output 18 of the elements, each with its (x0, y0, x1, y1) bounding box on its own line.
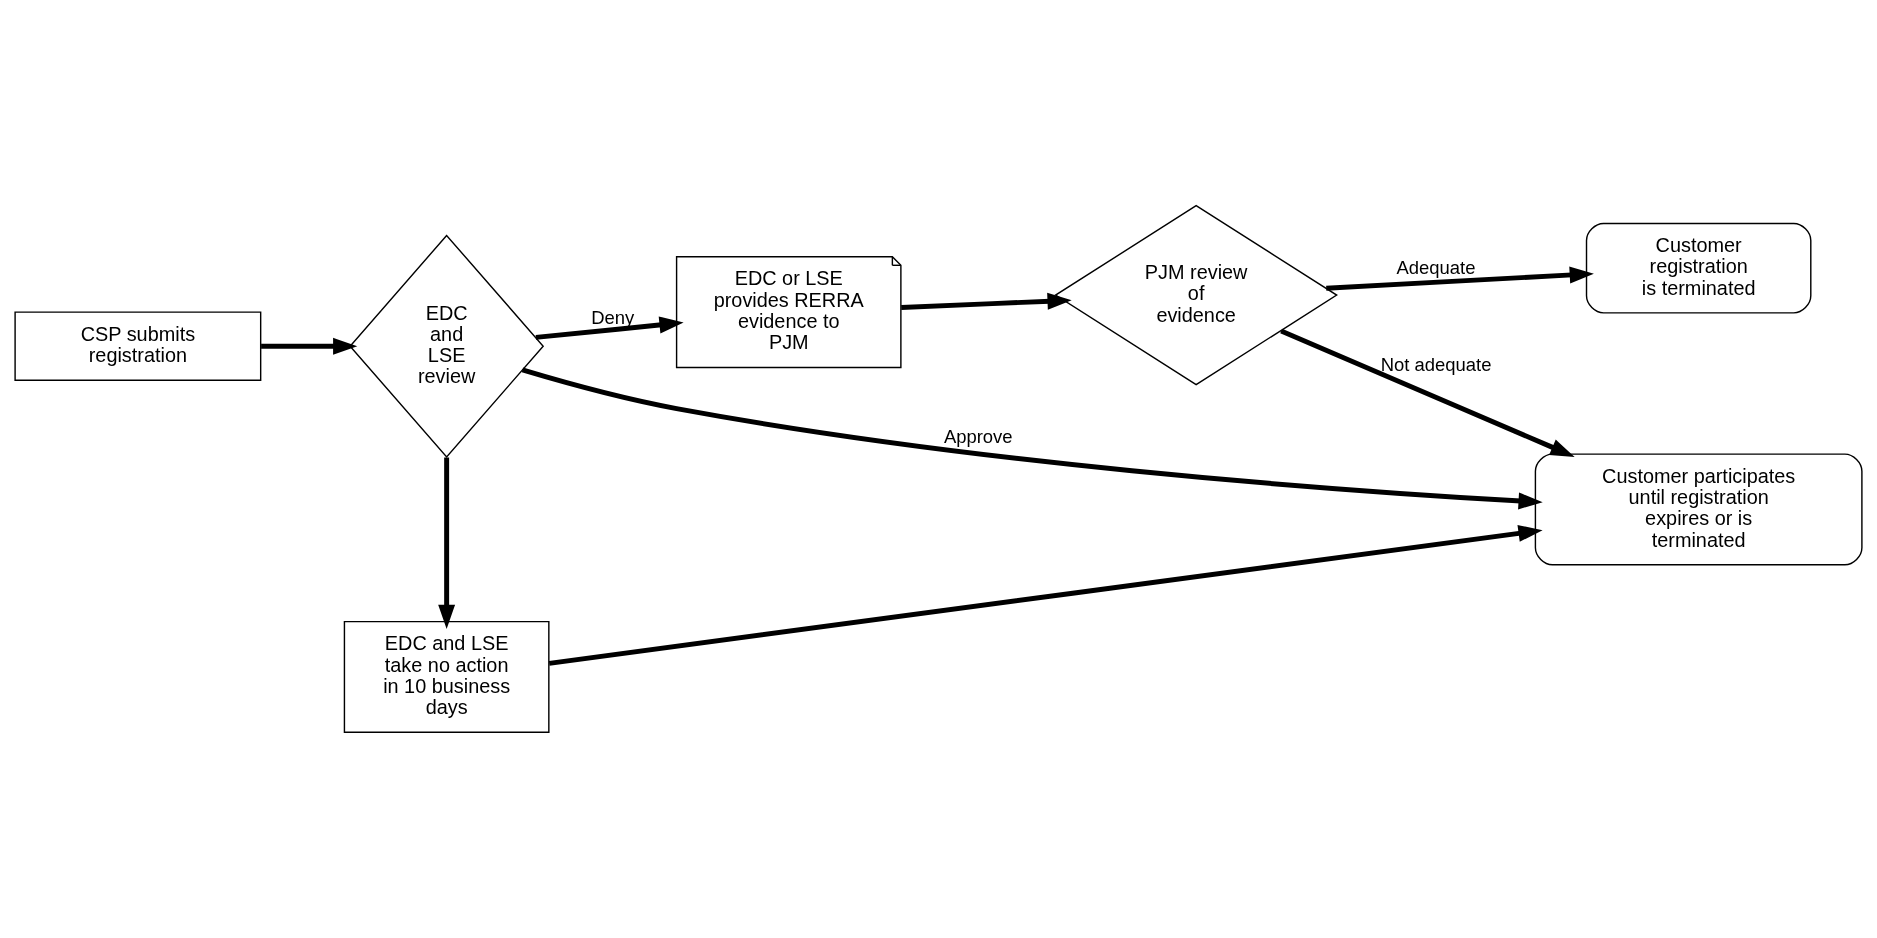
edge-label: Deny (591, 307, 635, 329)
arrow (548, 525, 1543, 666)
edge-label: Not adequate (1380, 353, 1492, 375)
arrow (438, 457, 456, 629)
node-box: EDC and LSE take no action in 10 business days (343, 620, 550, 734)
arrow (261, 337, 358, 355)
arrow (1326, 266, 1594, 291)
node-diamond: EDC and LSE review (349, 234, 545, 458)
node-box: CSP submits registration (14, 311, 262, 381)
arrow (521, 367, 1543, 510)
node-box: Customer registration is terminated (1585, 222, 1812, 314)
node-box: Customer participates until registration expires or is terminated (1534, 453, 1863, 566)
arrow (535, 316, 684, 340)
arrow (901, 292, 1072, 310)
node-diamond: PJM review of evidence (1054, 204, 1338, 386)
arrow (1280, 328, 1575, 457)
edge-label: Approve (943, 426, 1013, 448)
edge-label: Adequate (1396, 257, 1476, 279)
